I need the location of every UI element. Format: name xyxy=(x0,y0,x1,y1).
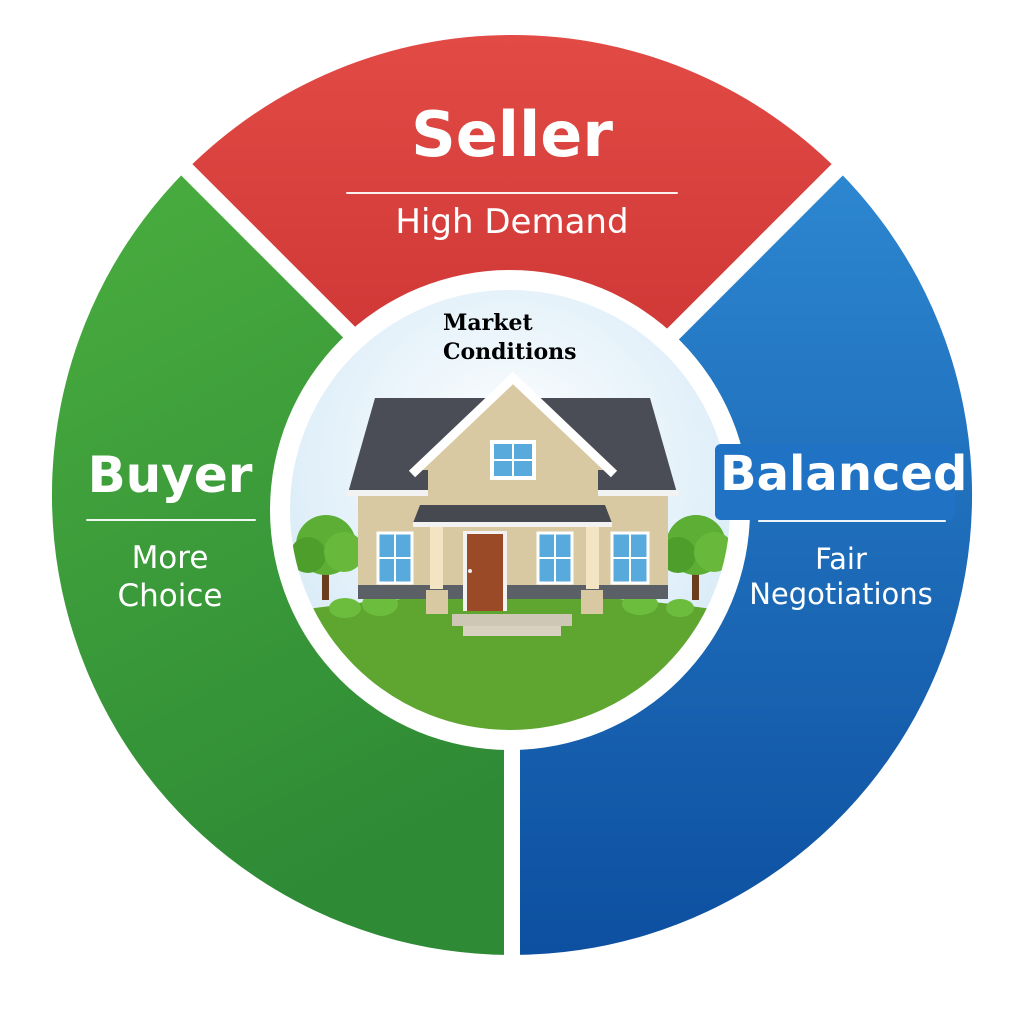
seller-segment xyxy=(186,34,838,496)
balanced-subtitle-line1: Fair xyxy=(815,542,867,576)
tree-left-icon xyxy=(290,515,364,600)
buyer-subtitle-line2: Choice xyxy=(117,577,223,614)
balanced-subtitle: Fair Negotiations xyxy=(736,542,946,613)
seller-subtitle: High Demand xyxy=(395,202,629,242)
center-title: Market Conditions xyxy=(443,309,577,366)
seller-title: Seller xyxy=(411,98,613,171)
center-title-line1: Market xyxy=(443,310,533,336)
seller-divider xyxy=(346,192,678,194)
balanced-title: Balanced xyxy=(720,446,968,502)
buyer-subtitle: More Choice xyxy=(80,540,260,616)
buyer-title: Buyer xyxy=(87,446,253,504)
buyer-subtitle-line1: More xyxy=(131,540,209,576)
balanced-label-tab xyxy=(715,444,955,520)
balanced-divider xyxy=(758,520,946,522)
center-title-line2: Conditions xyxy=(443,338,577,365)
buyer-divider xyxy=(86,519,256,521)
balanced-subtitle-line2: Negotiations xyxy=(749,577,933,612)
